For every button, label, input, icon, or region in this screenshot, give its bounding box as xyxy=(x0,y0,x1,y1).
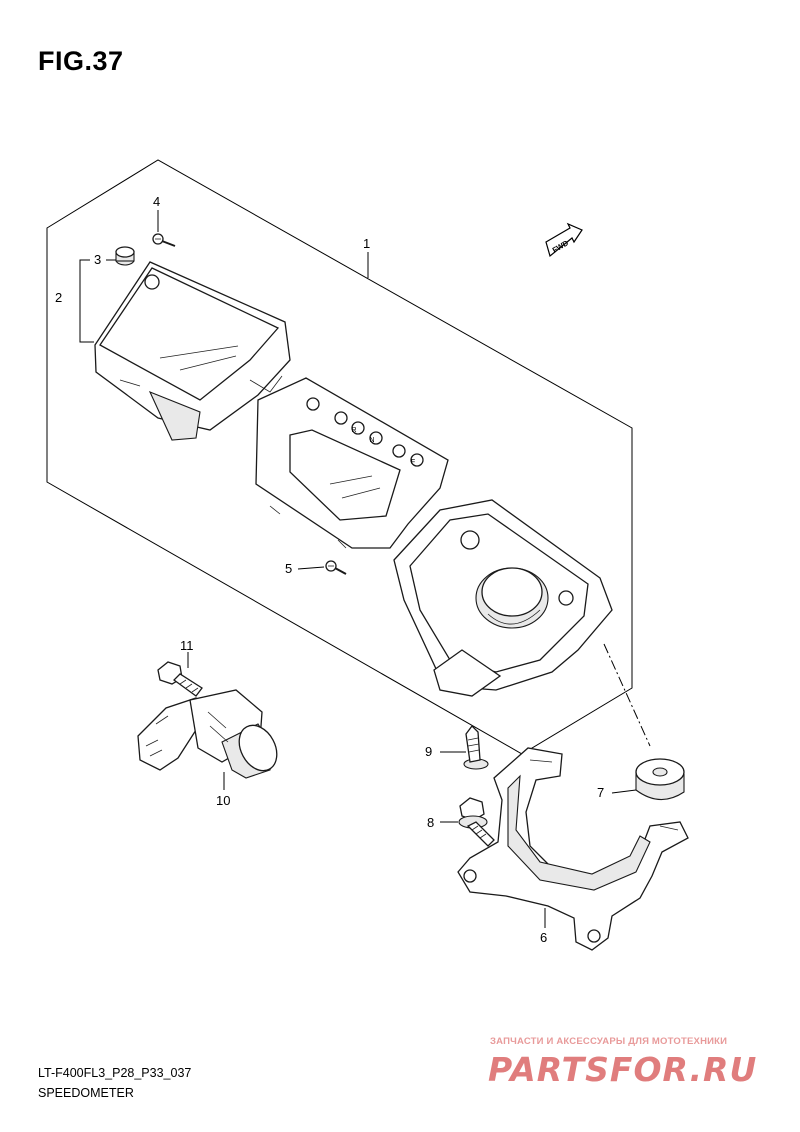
figure-title: FIG.37 xyxy=(38,46,124,76)
sensor-bolt-part xyxy=(157,661,203,697)
meter-case-part xyxy=(393,499,613,697)
watermark-brand: PARTSFOR.RU xyxy=(488,1050,758,1089)
flange-bolt-part xyxy=(458,797,495,847)
figure-caption: SPEEDOMETER xyxy=(38,1086,134,1100)
callout-10: 10 xyxy=(216,793,230,808)
speed-sensor-part xyxy=(137,689,278,779)
callout-7: 7 xyxy=(597,785,604,800)
tapping-screw-part xyxy=(463,725,489,770)
grommet-part xyxy=(115,246,135,266)
fwd-arrow-icon: FWD xyxy=(545,222,583,258)
lens-cover-part xyxy=(94,261,291,441)
watermark-subtitle: ЗАПЧАСТИ И АКСЕССУАРЫ ДЛЯ МОТОТЕХНИКИ xyxy=(490,1036,728,1047)
indicator-n: N xyxy=(369,437,374,444)
bracket-part xyxy=(457,747,689,951)
callout-9: 9 xyxy=(425,744,432,759)
callout-4: 4 xyxy=(153,194,160,209)
indicator-f: F xyxy=(411,459,415,466)
indicator-r: R xyxy=(351,427,356,434)
screw-part-4 xyxy=(152,233,176,247)
display-bezel-part: R N F xyxy=(255,377,449,549)
callout-6: 6 xyxy=(540,930,547,945)
rubber-mount-part xyxy=(635,758,685,801)
callout-2: 2 xyxy=(55,290,62,305)
screw-part-5 xyxy=(325,560,347,575)
leader-lines xyxy=(79,210,637,928)
callout-1: 1 xyxy=(363,236,370,251)
callout-11: 11 xyxy=(180,638,194,653)
callout-3: 3 xyxy=(94,252,101,267)
callout-8: 8 xyxy=(427,815,434,830)
assembly-frame xyxy=(46,159,633,755)
callout-5: 5 xyxy=(285,561,292,576)
figure-code: LT-F400FL3_P28_P33_037 xyxy=(38,1066,192,1080)
